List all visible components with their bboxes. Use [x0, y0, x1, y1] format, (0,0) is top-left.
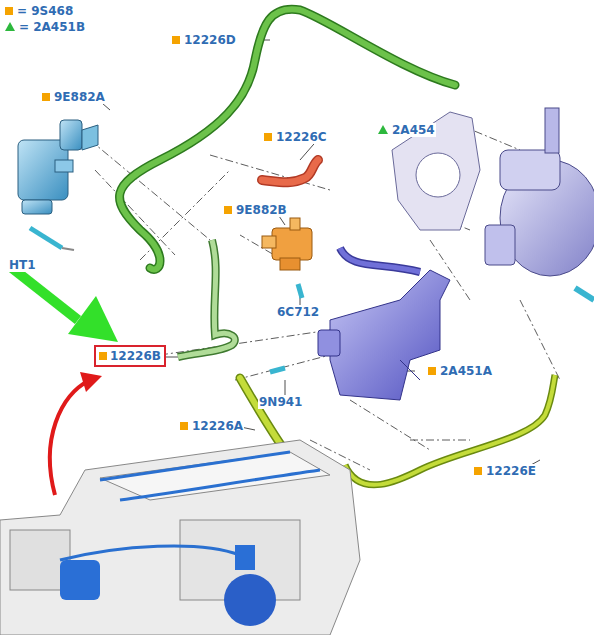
- part-number: 9E882B: [235, 203, 288, 217]
- square-marker: [474, 467, 482, 475]
- callout-label: 9E882B: [224, 203, 288, 217]
- callout-label: 9N941: [258, 395, 303, 409]
- legend-swatch: [5, 7, 13, 15]
- callout-label: 12226E: [474, 464, 537, 478]
- callout-label: 12226A: [180, 419, 244, 433]
- part-number: HT1: [8, 258, 37, 272]
- callout-label: 9E882A: [42, 90, 106, 104]
- square-marker: [172, 36, 180, 44]
- legend-text: = 2A451B: [18, 20, 86, 34]
- legend-text: = 9S468: [16, 4, 74, 18]
- part-number: 12226D: [183, 33, 237, 47]
- part-number: 12226E: [485, 464, 537, 478]
- triangle-marker: [5, 22, 15, 31]
- square-marker: [264, 133, 272, 141]
- part-number: 2A451A: [439, 364, 493, 378]
- callout-label: 12226C: [264, 130, 328, 144]
- part-number: 9E882A: [53, 90, 106, 104]
- part-number: 9N941: [258, 395, 303, 409]
- square-marker: [224, 206, 232, 214]
- part-number: 2A454: [391, 123, 436, 137]
- part-number: 12226A: [191, 419, 244, 433]
- part-number: 12226B: [110, 349, 161, 363]
- callout-label: 2A454: [378, 123, 436, 137]
- legend-item: = 9S468: [5, 4, 74, 18]
- part-number: 6C712: [276, 305, 320, 319]
- square-marker: [428, 367, 436, 375]
- square-marker: [42, 93, 50, 101]
- callout-label: 6C712: [276, 305, 320, 319]
- highlighted-part-box: 12226B: [94, 345, 166, 367]
- callout-label: HT1: [8, 258, 37, 272]
- square-marker: [99, 352, 107, 360]
- callout-label: 12226D: [172, 33, 237, 47]
- legend-item: = 2A451B: [5, 20, 86, 34]
- triangle-marker: [378, 125, 388, 134]
- part-number: 12226C: [275, 130, 328, 144]
- square-marker: [180, 422, 188, 430]
- callout-label: 2A451A: [428, 364, 493, 378]
